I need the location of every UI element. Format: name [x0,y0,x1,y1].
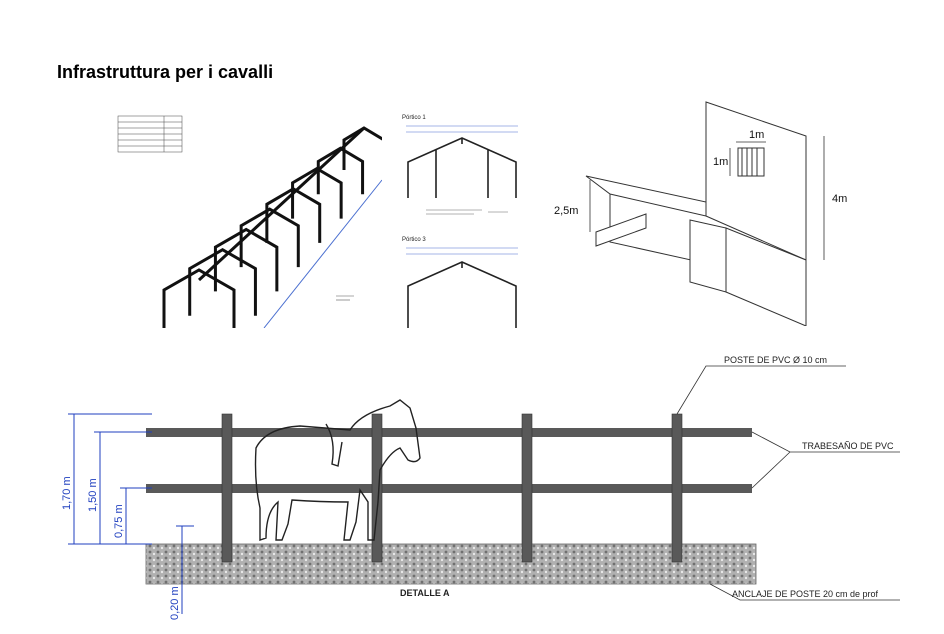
truss-frame [213,227,279,292]
portico-3-dimensions [406,247,518,255]
height-170-label: 1,70 m [61,476,73,510]
steel-frame-drawing [114,110,382,328]
page-title: Infrastruttura per i cavalli [57,62,274,82]
callout-leaders [676,365,900,601]
post-label: POSTE DE PVC Ø 10 cm [724,355,827,365]
spec-table [117,115,183,153]
steel-frame-svg [117,115,382,328]
portico-1-label: Pórtico 1 [402,115,426,121]
depth-020-label: 0,20 m [169,586,181,620]
stall-dimension-lines [589,136,825,260]
stall-drawing: 1m 1m 4m 2,5m [550,92,860,326]
height-150-label: 1,50 m [87,478,99,512]
detail-label: DETALLE A [400,588,450,598]
truss-frame [188,247,257,316]
gravel-ground [145,543,757,585]
fence-svg: 1,70 m 1,50 m 0,75 m 0,20 m POSTE DE PVC… [61,355,900,620]
truss-frame [239,207,300,268]
stall-svg: 1m 1m 4m 2,5m [554,101,847,326]
truss-note [336,295,354,301]
anchor-label: ANCLAJE DE POSTE 20 cm de prof [732,589,879,599]
truss-frame [162,268,236,328]
height-dimension-lines [68,413,194,614]
door-height-label: 2,5m [554,205,578,217]
height-075-label: 0,75 m [113,504,125,538]
portico-svg: Pórtico 1 Pórtico 3 [402,115,518,328]
fence-posts [221,413,683,563]
horse-outline [254,399,421,541]
portico-3-frame [407,261,517,328]
portico-1-dimensions [406,125,518,133]
portico-3-label: Pórtico 3 [402,237,426,243]
rail-label: TRABESAÑO DE PVC [802,441,894,451]
truss-dimension-line [263,179,382,328]
truss-frames [162,126,382,328]
stall-window [737,147,765,177]
window-height-label: 1m [713,156,728,168]
portico-1-frame [407,137,517,198]
portico-drawings: Pórtico 1 Pórtico 3 [396,110,528,328]
wall-height-label: 4m [832,193,847,205]
truss-ridge [197,126,366,282]
stall-walls [585,101,807,326]
fence-drawing: 1,70 m 1,50 m 0,75 m 0,20 m POSTE DE PVC… [60,352,910,622]
upper-rail [146,428,752,437]
window-width-label: 1m [749,129,764,141]
lower-rail [146,484,752,493]
portico-1-notes [426,209,508,215]
